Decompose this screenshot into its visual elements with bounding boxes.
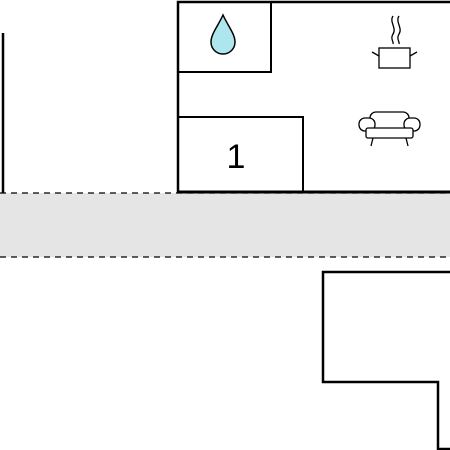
bedroom-number: 1 [227,138,246,176]
bathroom [177,1,272,73]
sofa-icon [358,111,421,147]
lower-building-outline [321,270,450,450]
cooking-pot-icon [371,15,418,69]
corridor [0,193,450,257]
water-drop-icon [210,13,236,55]
bedroom [177,116,304,193]
